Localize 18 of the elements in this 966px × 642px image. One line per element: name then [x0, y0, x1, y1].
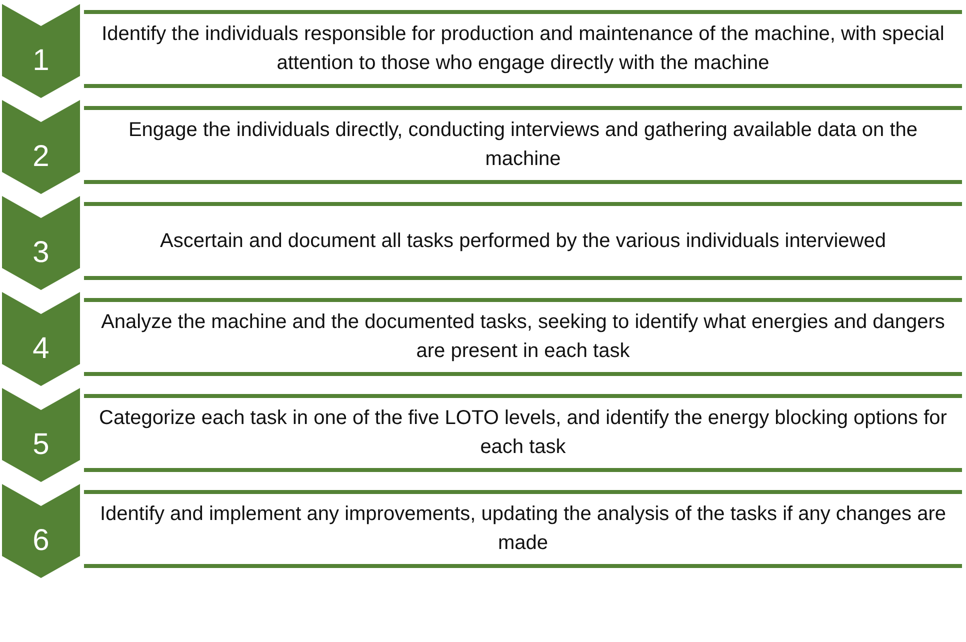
step-number: 1	[32, 44, 50, 78]
step-number: 3	[32, 236, 50, 270]
step-description: Identify the individuals responsible for production and maintenance of the machine, with special attention to those who engage directly with the machine	[100, 22, 946, 76]
step-description: Identify and implement any improvements, updating the analysis of the tasks if any changes are made	[98, 502, 948, 556]
step-description: Categorize each task in one of the five LOTO levels, and identify the energy blocking options for each task	[98, 406, 948, 460]
step-marker	[2, 4, 80, 98]
step-marker	[2, 484, 80, 578]
step-number: 6	[32, 524, 50, 558]
step-description: Analyze the machine and the documented tasks, seeking to identify what energies and dangers are present in each task	[100, 310, 946, 364]
step-marker	[2, 100, 80, 194]
step-marker	[2, 196, 80, 290]
step-marker	[2, 292, 80, 386]
step-description: Ascertain and document all tasks performed by the various individuals interviewed	[159, 228, 887, 254]
step-number: 5	[32, 428, 50, 462]
step-description: Engage the individuals directly, conducting interviews and gathering available data on the machine	[127, 118, 919, 172]
step-number: 4	[32, 332, 50, 366]
step-marker	[2, 388, 80, 482]
step-number: 2	[32, 140, 50, 174]
